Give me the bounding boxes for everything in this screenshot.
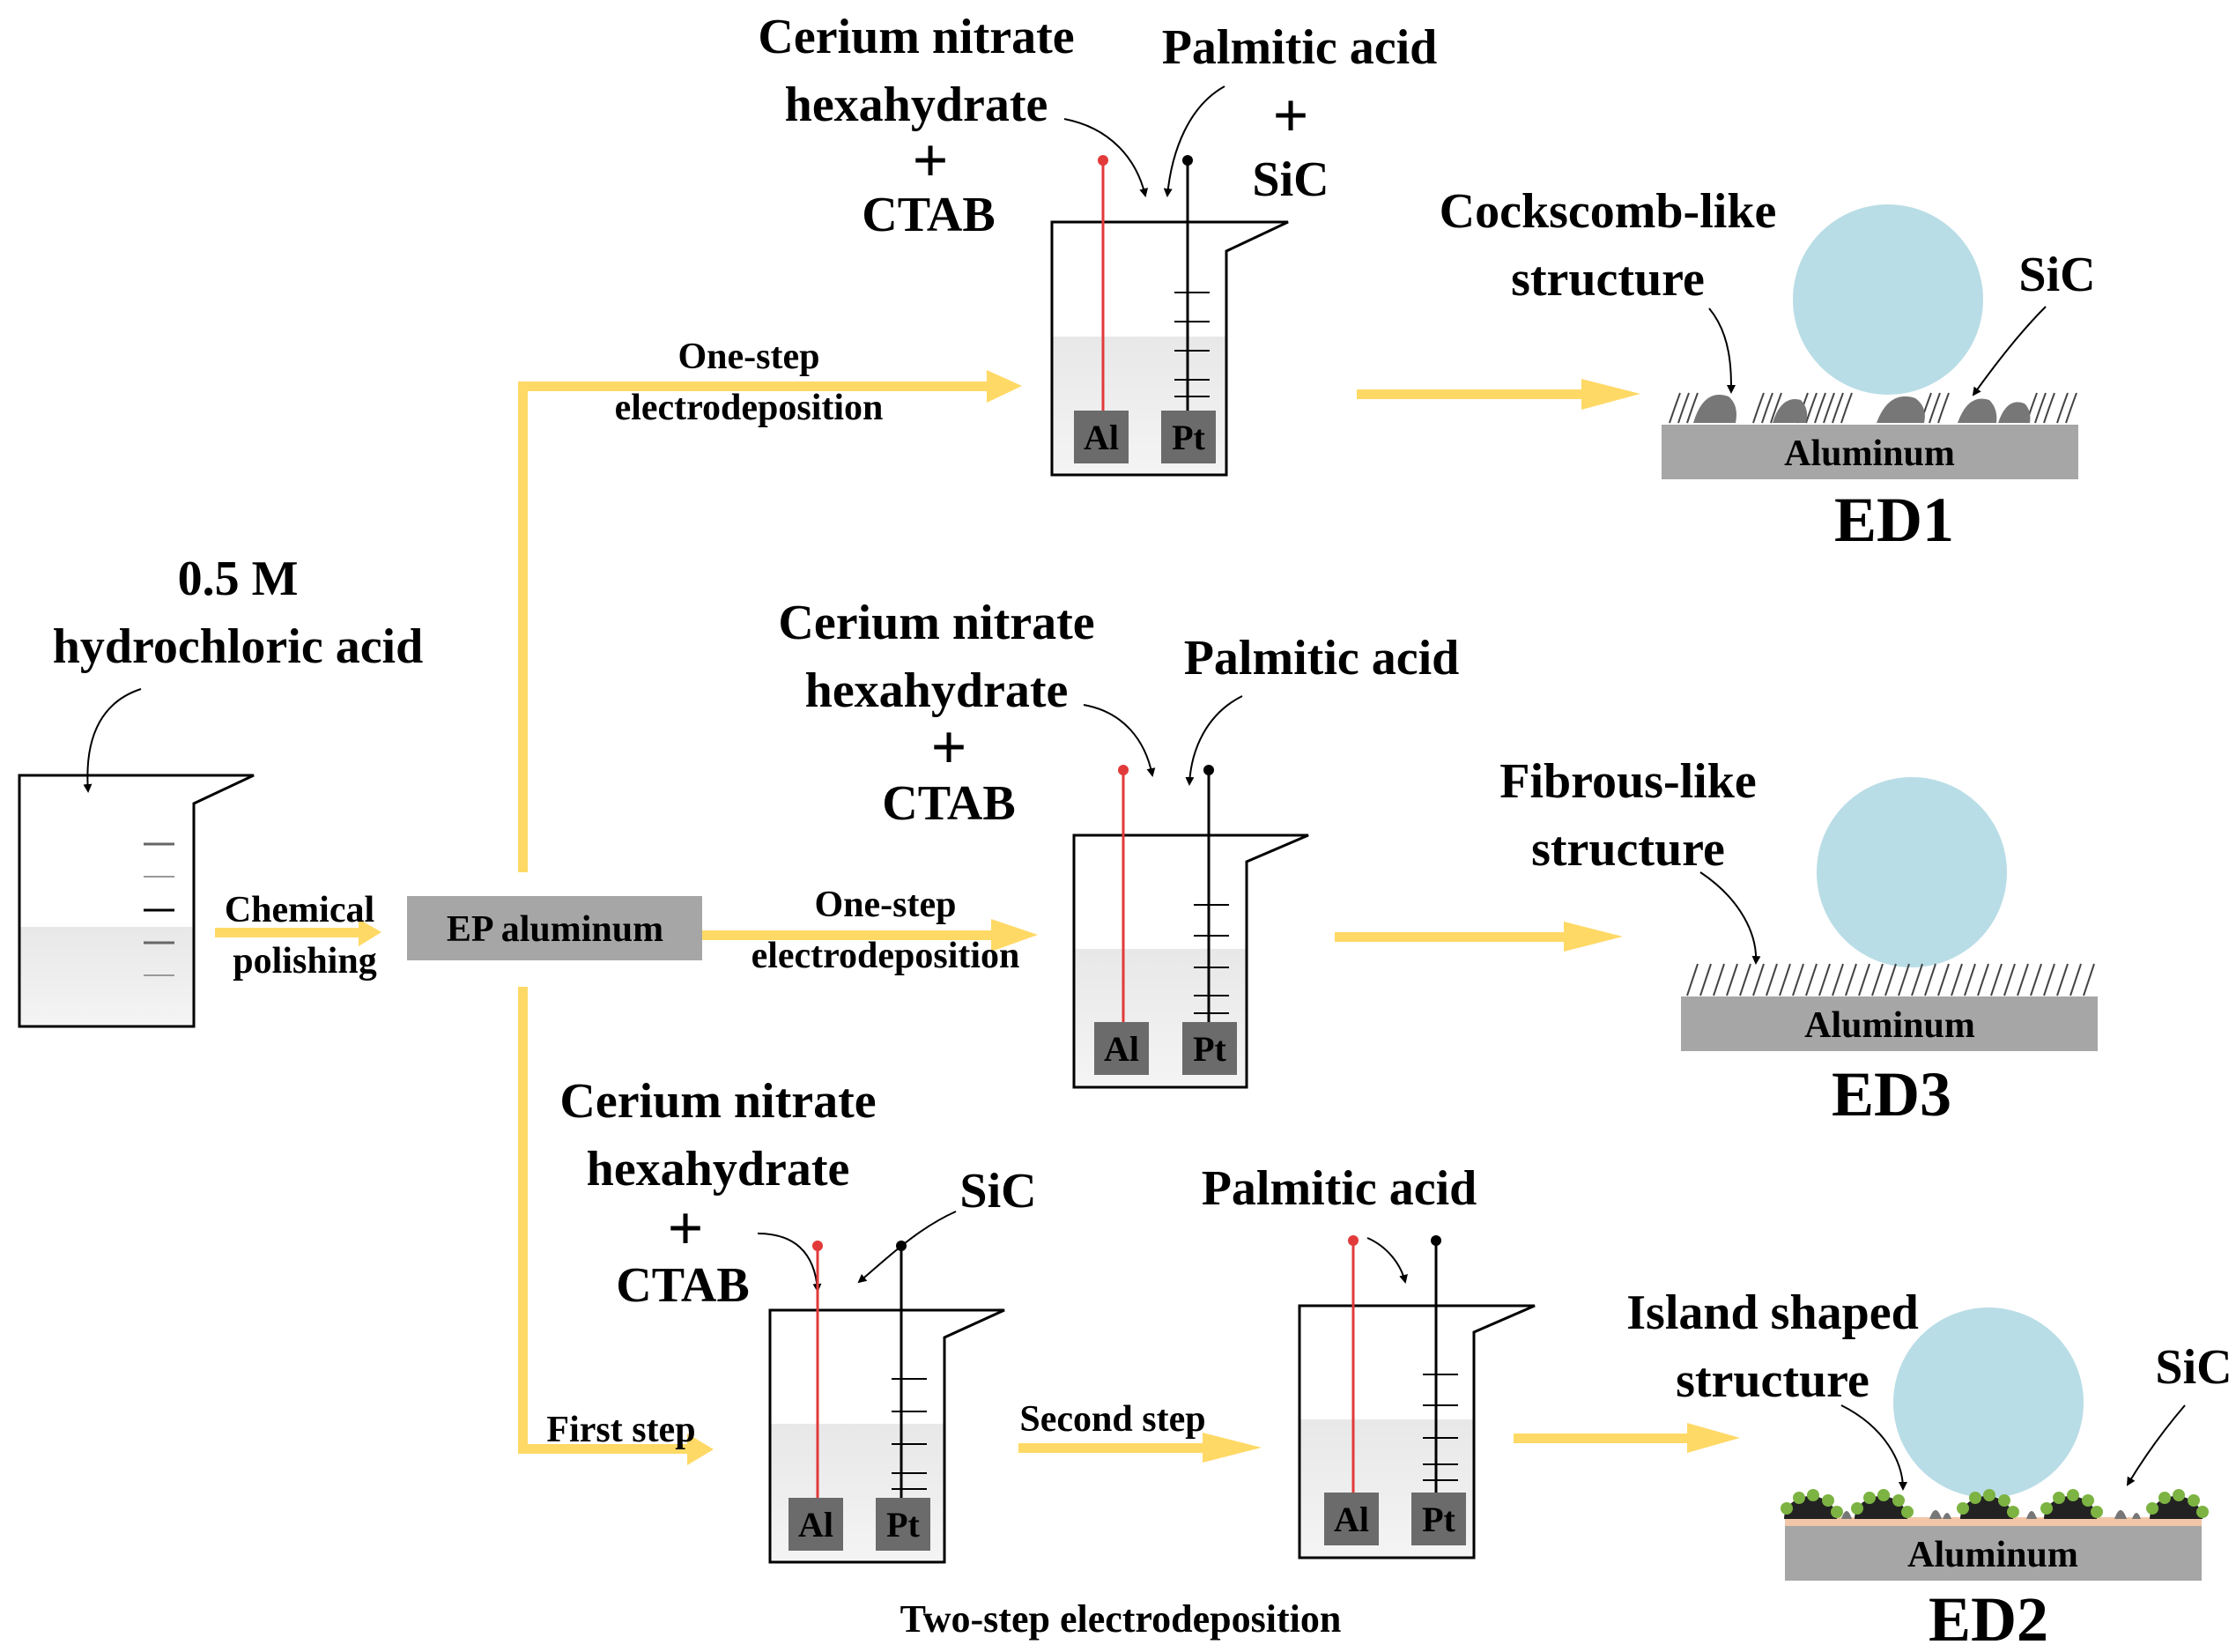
top-structure-line1: Cockscomb-like [1440, 184, 1777, 239]
bot2-al-label: Al [1334, 1500, 1369, 1539]
top-substrate-label: Aluminum [1784, 433, 1955, 474]
top-reagent3-label: SiC [1252, 152, 1329, 207]
mid-step-line1: One-step [815, 885, 957, 925]
top-step-line1: One-step [678, 337, 820, 377]
ep-aluminum-box [407, 896, 702, 960]
bot1-pt-electrode [876, 1498, 930, 1551]
mid-step-line2: electrodeposition [752, 936, 1020, 976]
branch-bottom-arrow [518, 987, 714, 1465]
bottom-row: Cerium nitrate hexahydrate + CTAB SiC Al… [546, 1074, 2232, 1652]
polish-arrow [215, 919, 381, 946]
top-reagent1-line2: hexahydrate [785, 78, 1048, 132]
top-step-line2: electrodeposition [615, 388, 884, 428]
top-reagent1-line1: Cerium nitrate [758, 10, 1074, 64]
mid-fibers [1686, 963, 2095, 996]
top-reagent1-line3: CTAB [862, 188, 995, 242]
mid-al-electrode [1094, 1022, 1149, 1075]
bot1-al-label: Al [798, 1505, 833, 1545]
acid-label-line2: hydrochloric acid [53, 619, 424, 674]
top-sample-label: ED1 [1834, 485, 1954, 555]
bot-substrate [1785, 1526, 2202, 1581]
polish-label-line1: Chemical [225, 890, 374, 930]
ep-aluminum-label: EP aluminum [447, 909, 663, 950]
top-sic-sphere [1793, 204, 1983, 395]
mid-reagent1-plus: + [930, 712, 966, 782]
mid-sic-sphere [1817, 777, 2007, 967]
top-pt-label: Pt [1172, 418, 1205, 457]
middle-row: Cerium nitrate hexahydrate + CTAB Palmit… [752, 596, 2098, 1130]
bot2-pt-electrode [1411, 1493, 1466, 1545]
bot-reagent2-label: Palmitic acid [1202, 1161, 1477, 1216]
top-pt-electrode [1161, 411, 1216, 463]
bot-structure-line1: Island shaped [1626, 1285, 1919, 1340]
top-structure-line2: structure [1511, 252, 1705, 307]
mid-structure-line2: structure [1531, 822, 1725, 877]
mid-reagent1-line3: CTAB [882, 776, 1015, 831]
mid-reagent1-line2: hexahydrate [805, 663, 1069, 718]
top-reagent3-plus: + [1272, 80, 1308, 151]
mid-reagent2-label: Palmitic acid [1184, 631, 1460, 685]
top-row: Cerium nitrate hexahydrate + CTAB Palmit… [615, 10, 2096, 555]
bot1-al-electrode [789, 1498, 843, 1551]
bot-beaker-1: Al Pt [768, 1241, 1005, 1564]
mid-pt-label: Pt [1193, 1029, 1226, 1069]
two-step-caption: Two-step electrodeposition [900, 1597, 1342, 1641]
mid-substrate [1681, 996, 2098, 1051]
polish-label-line2: polishing [233, 941, 376, 982]
bot2-pt-label: Pt [1422, 1500, 1455, 1539]
bot-sic-sphere [1893, 1308, 2084, 1498]
mid-structure-line1: Fibrous-like [1499, 754, 1756, 809]
bot-reagent1-line2: hexahydrate [587, 1142, 850, 1196]
bot-substrate-label: Aluminum [1907, 1535, 2078, 1575]
bot2-al-electrode [1324, 1493, 1379, 1545]
mid-result-arrow [1335, 922, 1623, 952]
mid-beaker: Al Pt [1072, 765, 1309, 1089]
mid-reagent1-line1: Cerium nitrate [778, 596, 1094, 650]
top-al-electrode [1074, 411, 1129, 463]
top-al-label: Al [1084, 418, 1119, 457]
bot-sic-label: SiC [2155, 1340, 2232, 1395]
mid-substrate-label: Aluminum [1804, 1005, 1975, 1046]
top-reagent2-label: Palmitic acid [1162, 20, 1438, 75]
bot1-pt-label: Pt [886, 1505, 920, 1545]
bot-sic-reagent: SiC [959, 1164, 1036, 1219]
bot-reagent1-line3: CTAB [616, 1258, 749, 1313]
mid-sample-label: ED3 [1832, 1059, 1951, 1130]
bot-reagent1-line1: Cerium nitrate [559, 1074, 876, 1129]
bot-result-arrow [1514, 1423, 1740, 1453]
top-result-arrow [1357, 379, 1640, 410]
bot-islands [1781, 1489, 2209, 1519]
acid-pointer-arrow [83, 688, 142, 793]
mid-pt-electrode [1182, 1022, 1237, 1075]
hcl-beaker [18, 774, 255, 1028]
mid-surface: Aluminum [1681, 777, 2098, 1051]
bot-structure-line2: structure [1676, 1353, 1870, 1408]
second-step-arrow [1018, 1433, 1262, 1463]
acid-label-line1: 0.5 M [178, 552, 299, 606]
bot-reagent1-plus: + [667, 1193, 703, 1263]
first-step-label: First step [546, 1410, 695, 1450]
branch-middle-arrow [702, 919, 1038, 952]
mid-al-label: Al [1104, 1029, 1139, 1069]
hcl-section: 0.5 M hydrochloric acid Chemical polishi… [18, 552, 702, 1028]
top-sic-label: SiC [2018, 248, 2095, 302]
second-step-label: Second step [1019, 1399, 1205, 1440]
top-surface: Aluminum [1662, 204, 2078, 479]
top-substrate [1662, 425, 2078, 479]
top-reagent1-plus: + [912, 125, 948, 196]
bot-surface: Aluminum [1781, 1308, 2209, 1581]
branch-top-arrow [518, 370, 1022, 872]
top-beaker: Al Pt [1050, 155, 1289, 477]
bot-beaker-2: Al Pt [1298, 1235, 1536, 1559]
bot-sample-label: ED2 [1929, 1584, 2048, 1652]
